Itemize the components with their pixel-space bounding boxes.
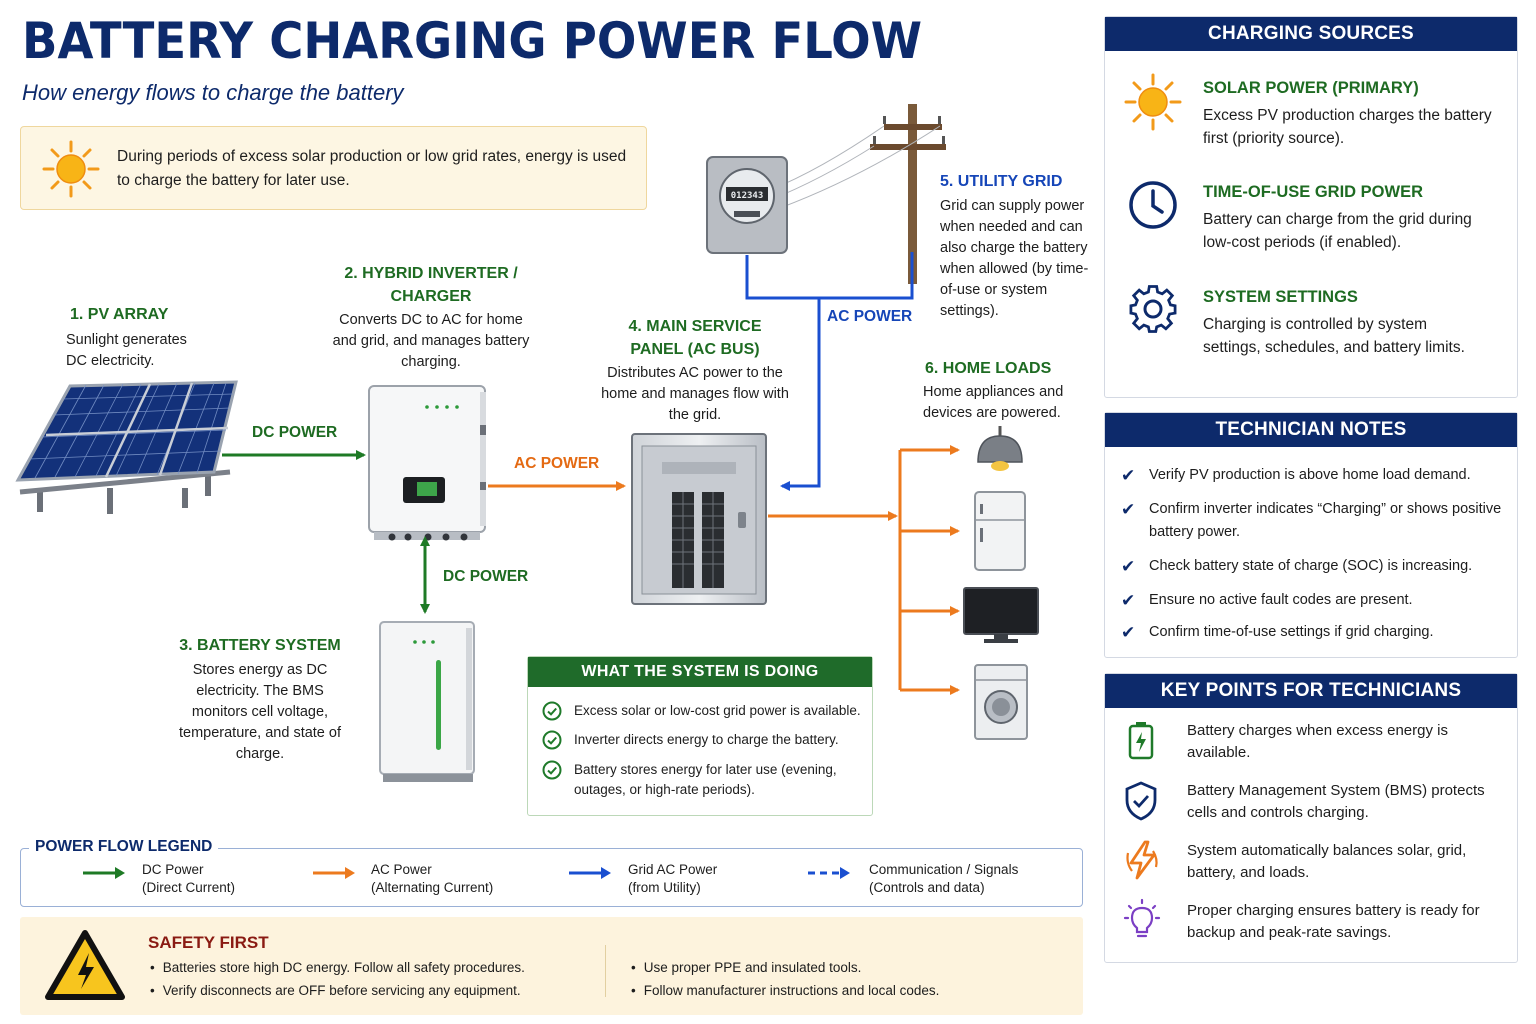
power-flow-legend: POWER FLOW LEGEND DC Power(Direct Curren…: [20, 838, 1083, 907]
checkmark-icon: ✔: [1121, 591, 1136, 610]
flow-label-dc-pv: DC POWER: [252, 424, 338, 441]
legend-ac-swatch: [313, 867, 355, 879]
step-home-loads: 6. HOME LOADS Home appliances and device…: [923, 357, 1083, 424]
television-icon: [963, 587, 1039, 643]
system-status-panel: WHAT THE SYSTEM IS DOING Excess solar or…: [527, 656, 873, 816]
step-panel-desc: Distributes AC power to the home and man…: [601, 365, 789, 423]
source-desc-tou: Battery can charge from the grid during …: [1203, 211, 1472, 251]
washing-machine-icon: [974, 664, 1028, 740]
power-flow-diagram: 012343: [15, 104, 1039, 782]
step-inverter-desc: Converts DC to AC for home and grid, and…: [332, 312, 530, 370]
check-circle-icon: [542, 760, 562, 780]
source-desc-solar: Excess PV production charges the battery…: [1203, 107, 1492, 147]
flow-label-ac-grid: AC POWER: [827, 308, 913, 325]
sun-icon: [1124, 73, 1182, 131]
legend-item-grid: Grid AC Power(from Utility): [628, 862, 718, 895]
legend-dc-swatch: [83, 867, 125, 879]
lightning-icon: [1126, 840, 1158, 880]
note-item: ✔Verify PV production is above home load…: [1121, 466, 1471, 485]
step-grid-title: 5. UTILITY GRID: [940, 173, 1063, 190]
intro-text: During periods of excess solar productio…: [117, 148, 627, 189]
key-point-text: Battery charges when excess energy is av…: [1187, 722, 1448, 761]
step-pv-desc: Sunlight generates DC electricity.: [66, 332, 187, 369]
step-battery: 3. BATTERY SYSTEM Stores energy as DC el…: [170, 634, 350, 765]
legend-item-ac: AC Power(Alternating Current): [371, 862, 494, 895]
safety-title: SAFETY FIRST: [148, 933, 269, 952]
key-point-text: System automatically balances solar, gri…: [1187, 842, 1467, 881]
legend-item-signals: Communication / Signals(Controls and dat…: [869, 862, 1019, 895]
note-item: ✔Confirm time-of-use settings if grid ch…: [1121, 623, 1434, 642]
legend-grid-swatch: [569, 867, 611, 879]
legend-title: POWER FLOW LEGEND: [29, 838, 219, 856]
step-pv-array: 1. PV ARRAY Sunlight generates DC electr…: [66, 303, 250, 372]
note-item: ✔Confirm inverter indicates “Charging” o…: [1121, 498, 1511, 544]
checkmark-icon: ✔: [1121, 623, 1136, 642]
battery-charging-icon: [1128, 722, 1154, 760]
step-panel-title: 4. MAIN SERVICE PANEL (AC BUS): [628, 318, 762, 358]
source-title-settings: SYSTEM SETTINGS: [1203, 288, 1358, 306]
warning-icon: [45, 930, 125, 1000]
checkmark-icon: ✔: [1121, 500, 1136, 519]
check-circle-icon: [542, 701, 562, 721]
note-item: ✔Check battery state of charge (SOC) is …: [1121, 557, 1473, 576]
charging-sources-panel: CHARGING SOURCES SOLAR POWER (PRIMARY) E…: [1104, 16, 1518, 398]
meter-reading: 012343: [731, 191, 764, 201]
checkmark-icon: ✔: [1121, 557, 1136, 576]
flow-label-ac-inverter: AC POWER: [514, 455, 600, 472]
meter-illustration: [706, 156, 788, 254]
safety-list-left: Batteries store high DC energy. Follow a…: [150, 956, 525, 1002]
safety-callout: SAFETY FIRST Batteries store high DC ene…: [20, 917, 1083, 1015]
step-inverter-title: 2. HYBRID INVERTER / CHARGER: [344, 265, 518, 305]
battery-illustration: [379, 621, 475, 782]
note-item: ✔Ensure no active fault codes are presen…: [1121, 591, 1413, 610]
page-title: BATTERY CHARGING POWER FLOW: [22, 12, 923, 70]
key-point-text: Proper charging ensures battery is ready…: [1187, 902, 1480, 941]
technician-notes-panel: TECHNICIAN NOTES ✔Verify PV production i…: [1104, 412, 1518, 658]
step-pv-title: 1. PV ARRAY: [70, 306, 169, 323]
pv-array-illustration: [15, 380, 238, 514]
check-circle-icon: [542, 730, 562, 750]
system-status-title: WHAT THE SYSTEM IS DOING: [528, 657, 872, 687]
intro-callout: During periods of excess solar productio…: [20, 126, 647, 210]
step-loads-title: 6. HOME LOADS: [925, 360, 1052, 377]
status-item: Excess solar or low-cost grid power is a…: [542, 701, 862, 721]
ceiling-lamp-icon: [977, 426, 1023, 471]
page-subtitle: How energy flows to charge the battery: [22, 80, 404, 105]
source-title-tou: TIME-OF-USE GRID POWER: [1203, 183, 1423, 201]
inverter-illustration: [368, 385, 486, 541]
utility-pole-illustration: [769, 104, 946, 284]
key-points-title: KEY POINTS FOR TECHNICIANS: [1105, 674, 1517, 708]
step-service-panel: 4. MAIN SERVICE PANEL (AC BUS) Distribut…: [600, 315, 790, 426]
key-points-panel: KEY POINTS FOR TECHNICIANS Battery charg…: [1104, 673, 1518, 963]
step-loads-desc: Home appliances and devices are powered.: [923, 384, 1064, 421]
status-item: Battery stores energy for later use (eve…: [542, 760, 862, 800]
charging-sources-title: CHARGING SOURCES: [1105, 17, 1517, 51]
sun-icon: [42, 140, 100, 198]
grid-ac-arrow: [780, 298, 821, 491]
status-item: Inverter directs energy to charge the ba…: [542, 730, 862, 750]
source-desc-settings: Charging is controlled by system setting…: [1203, 316, 1465, 356]
legend-signal-swatch: [808, 867, 850, 879]
flow-label-dc-battery: DC POWER: [443, 568, 529, 585]
safety-list-right: Use proper PPE and insulated tools. Foll…: [631, 956, 940, 1002]
gear-icon: [1129, 285, 1177, 333]
technician-notes-title: TECHNICIAN NOTES: [1105, 413, 1517, 447]
legend-item-dc: DC Power(Direct Current): [142, 862, 236, 895]
step-battery-desc: Stores energy as DC electricity. The BMS…: [178, 662, 341, 762]
step-battery-title: 3. BATTERY SYSTEM: [179, 637, 341, 654]
step-utility-grid: 5. UTILITY GRID Grid can supply power wh…: [940, 170, 1095, 322]
key-point-text: Battery Management System (BMS) protects…: [1187, 782, 1485, 821]
step-inverter: 2. HYBRID INVERTER / CHARGER Converts DC…: [331, 262, 531, 373]
safety-divider: [605, 945, 606, 997]
shield-check-icon: [1125, 781, 1157, 821]
lightbulb-icon: [1123, 898, 1161, 938]
clock-icon: [1129, 181, 1177, 229]
source-title-solar: SOLAR POWER (PRIMARY): [1203, 79, 1419, 97]
step-grid-desc: Grid can supply power when needed and ca…: [940, 198, 1089, 319]
refrigerator-icon: [974, 491, 1026, 571]
service-panel-illustration: [631, 433, 767, 605]
checkmark-icon: ✔: [1121, 466, 1136, 485]
